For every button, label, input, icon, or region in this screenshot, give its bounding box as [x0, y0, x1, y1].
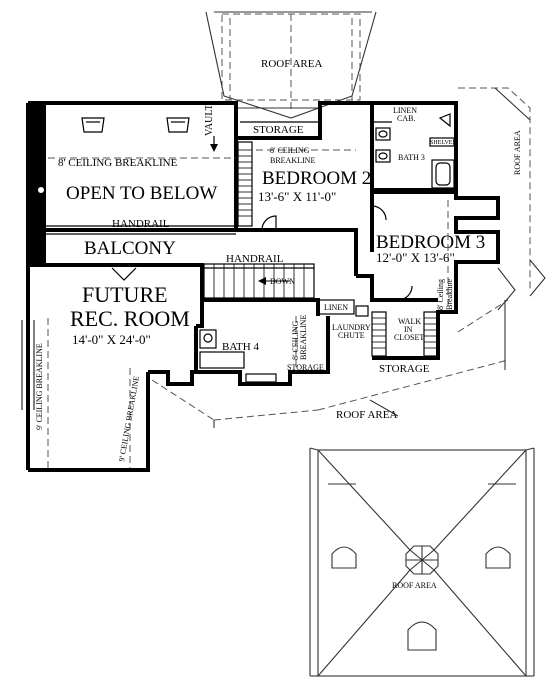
- bath3-label: BATH 3: [398, 153, 425, 162]
- vault-label: VAULT: [204, 104, 215, 136]
- storage-mid-label: STORAGE: [287, 363, 324, 372]
- chimney: [28, 103, 46, 263]
- vault-posts: [81, 117, 218, 152]
- walkin-label-1: WALK: [398, 317, 421, 326]
- bedroom3-name: BEDROOM 3: [376, 232, 485, 253]
- handrail-stair-label: HANDRAIL: [226, 253, 284, 265]
- laundry-label-2: CHUTE: [338, 331, 365, 340]
- bedroom3-dim: 12'-0" X 13'-6": [376, 250, 455, 265]
- bedroom2-dim: 13'-6" X 11'-0": [258, 189, 336, 204]
- ceiling-8-side-label-2: BREAKLINE: [299, 315, 308, 360]
- ceiling-9-left-label: 9' CEILING BREAKLINE: [35, 343, 44, 430]
- handrail-balcony-label: HANDRAIL: [112, 218, 170, 230]
- ceiling-br2-label-1: 8' CEILING: [270, 146, 310, 155]
- bath4: [199, 329, 277, 383]
- ceiling-br3-label-1: 8' Ceiling: [436, 279, 445, 310]
- linen-cab-label-2: CAB.: [397, 114, 415, 123]
- roof-mid: [151, 299, 509, 428]
- ceiling-breakline-top-label: 8' CEILING BREAKLINE: [58, 157, 178, 169]
- storage-top-label: STORAGE: [253, 124, 304, 136]
- shelves-label: SHELVES: [430, 140, 456, 146]
- linen-label: LINEN: [324, 303, 348, 312]
- stair: [203, 263, 315, 299]
- ceiling-8-side-label-1: 8' CEILING: [291, 320, 300, 360]
- future-label-1: FUTURE: [82, 282, 168, 307]
- future-label-2: REC. ROOM: [70, 306, 190, 331]
- roof-top: [205, 11, 377, 119]
- balcony-label: BALCONY: [84, 238, 176, 259]
- roof-area-top-label: ROOF AREA: [261, 58, 322, 70]
- roof-bottom: [309, 447, 535, 677]
- bath3: [372, 113, 455, 189]
- walkin-label-2: IN: [404, 325, 413, 334]
- future-dim: 14'-0" X 24'-0": [72, 332, 151, 347]
- laundry-label-1: LAUNDRY: [332, 323, 371, 332]
- roof-area-mid-label: ROOF AREA: [336, 409, 397, 421]
- bedroom2-name: BEDROOM 2: [262, 168, 371, 189]
- linen-cab-label-1: LINEN: [393, 106, 417, 115]
- bath4-label: BATH 4: [222, 341, 259, 353]
- bedroom2-closet: [237, 141, 253, 227]
- open-to-below-label: OPEN TO BELOW: [66, 183, 217, 204]
- walk-in-closet: [371, 311, 439, 357]
- roof-area-bottom-label: ROOF AREA: [392, 581, 437, 590]
- ceiling-br3-label-2: Breakline: [445, 278, 454, 310]
- storage-bottom-label: STORAGE: [379, 363, 430, 375]
- ceiling-9-mid-label: 9' CEILING BREAKLINE: [117, 375, 141, 462]
- down-label: DOWN: [270, 277, 295, 286]
- ceiling-br2-label-2: BREAKLINE: [270, 156, 315, 165]
- chimney-hole: [38, 187, 44, 193]
- roof-area-right-label: ROOF AREA: [513, 130, 522, 175]
- walkin-label-3: CLOSET: [394, 333, 424, 342]
- roof-right: [458, 87, 546, 311]
